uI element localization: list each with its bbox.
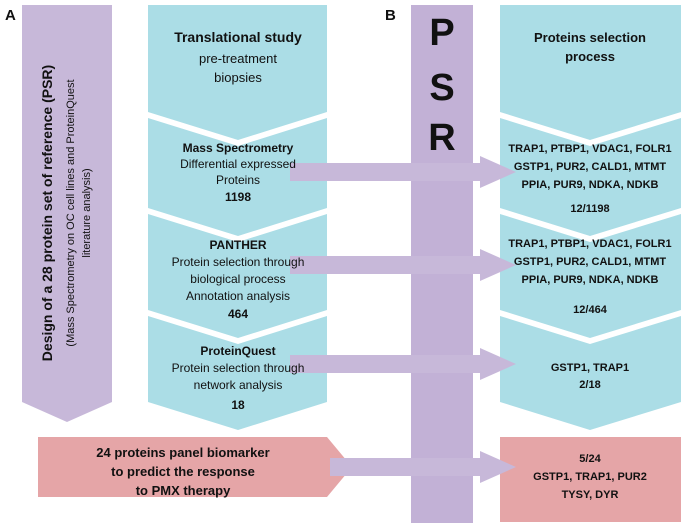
panther-count: 464	[228, 307, 248, 321]
translational-line-1: pre-treatment	[199, 51, 277, 66]
psr-design-title: Design of a 28 protein set of reference …	[39, 65, 55, 361]
psr-design-subtitle-1: (Mass Spectrometry on OC cell lines and …	[65, 79, 77, 346]
selection-ms-line-1: TRAP1, PTBP1, VDAC1, FOLR1	[508, 143, 671, 155]
translational-chevron	[148, 5, 327, 140]
selection-panther-line-2: GSTP1, PUR2, CALD1, MTMT	[514, 256, 666, 268]
panel-result-line-2: TYSY, DYR	[562, 489, 619, 501]
psr-letter-p: P	[429, 12, 454, 54]
mass-spec-chevron	[148, 118, 327, 236]
panel-line-2: to predict the response	[111, 464, 255, 479]
proteinquest-title: ProteinQuest	[200, 344, 275, 358]
psr-design-subtitle-2: literature analysis)	[81, 168, 93, 257]
selection-pq-line-1: GSTP1, TRAP1	[551, 362, 629, 374]
selection-title-chevron	[500, 5, 681, 140]
panel-line-3: to PMX therapy	[136, 483, 231, 498]
panther-line-3: Annotation analysis	[186, 289, 290, 303]
selection-panther-line-1: TRAP1, PTBP1, VDAC1, FOLR1	[508, 238, 671, 250]
selection-title-2: process	[565, 49, 615, 64]
panel-result-box	[500, 437, 681, 522]
selection-panther-ratio: 12/464	[573, 304, 608, 316]
mass-spec-line-2: Proteins	[216, 173, 260, 187]
mass-spec-count: 1198	[225, 190, 251, 204]
panel-result-ratio: 5/24	[579, 453, 601, 465]
panel-label-a: A	[5, 7, 16, 24]
panel-connector-arrow	[330, 451, 516, 483]
psr-letter-s: S	[429, 67, 454, 109]
selection-proteinquest-chevron	[500, 316, 681, 430]
selection-ms-ratio: 12/1198	[570, 203, 609, 215]
translational-title: Translational study	[174, 29, 302, 45]
proteinquest-connector-arrow	[290, 348, 516, 380]
selection-title-1: Proteins selection	[534, 30, 646, 45]
proteinquest-line-1: Protein selection through	[172, 361, 305, 375]
proteinquest-chevron	[148, 316, 327, 430]
selection-ms-line-2: GSTP1, PUR2, CALD1, MTMT	[514, 161, 666, 173]
selection-ms-line-3: PPIA, PUR9, NDKA, NDKB	[522, 179, 659, 191]
psr-design-arrow	[22, 5, 112, 422]
panther-connector-arrow	[290, 249, 516, 281]
selection-pq-ratio: 2/18	[579, 379, 600, 391]
psr-letter-r: R	[428, 117, 455, 159]
panel-line-1: 24 proteins panel biomarker	[96, 445, 269, 460]
panel-biomarker-arrow	[38, 437, 352, 497]
panther-line-2: biological process	[190, 272, 285, 286]
panther-chevron	[148, 214, 327, 338]
mass-spec-connector-arrow	[290, 156, 516, 188]
mass-spec-title: Mass Spectrometry	[183, 141, 294, 155]
proteinquest-count: 18	[231, 398, 245, 412]
selection-panther-line-3: PPIA, PUR9, NDKA, NDKB	[522, 274, 659, 286]
proteinquest-line-2: network analysis	[194, 378, 283, 392]
panel-result-line-1: GSTP1, TRAP1, PUR2	[533, 471, 647, 483]
selection-panther-chevron	[500, 214, 681, 338]
panther-line-1: Protein selection through	[172, 255, 305, 269]
panther-title: PANTHER	[209, 238, 266, 252]
mass-spec-line-1: Differential expressed	[180, 157, 296, 171]
panel-label-b: B	[385, 7, 396, 24]
selection-mass-spec-chevron	[500, 118, 681, 236]
translational-line-2: biopsies	[214, 70, 262, 85]
